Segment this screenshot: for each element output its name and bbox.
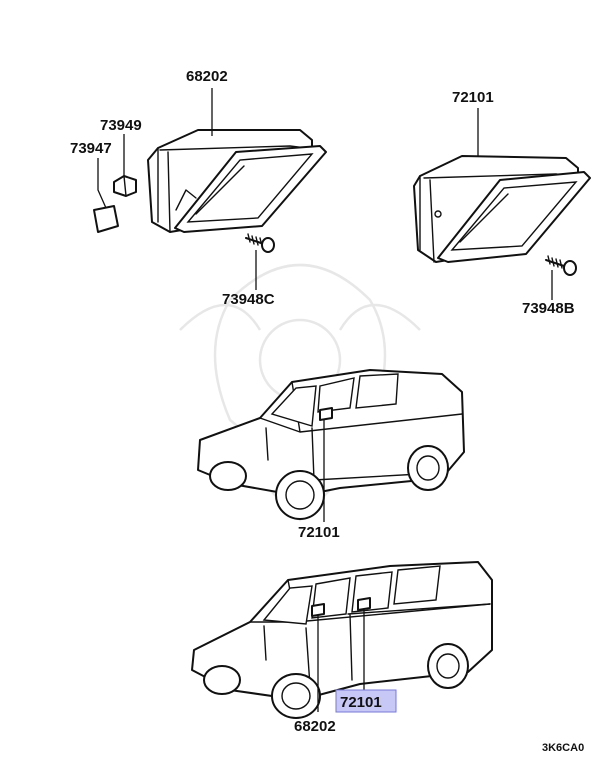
screw-73948c-part: [245, 233, 275, 253]
vent-68202-part: [147, 129, 327, 233]
label-68202-lower-vehicle: 68202: [294, 718, 336, 735]
screw-73948b-part: [545, 255, 577, 276]
diagram-code: 3K6CA0: [542, 742, 584, 754]
clip-73949-part: [113, 175, 137, 197]
vehicle-upper-illustration: [197, 369, 465, 520]
label-68202: 68202: [186, 68, 228, 85]
leader-lines: [97, 88, 553, 712]
vent-72101-part: [413, 155, 591, 263]
vehicle-lower-illustration: [191, 561, 493, 719]
label-73948b: 73948B: [522, 300, 575, 317]
label-73948c: 73948C: [222, 291, 275, 308]
label-72101-upper-vehicle: 72101: [298, 524, 340, 541]
label-73949: 73949: [100, 117, 142, 134]
label-72101-lower-vehicle[interactable]: 72101: [340, 694, 382, 711]
highlight-box: [335, 689, 397, 713]
label-72101-right: 72101: [452, 89, 494, 106]
label-73947: 73947: [70, 140, 112, 157]
pad-73947-part: [93, 205, 119, 233]
